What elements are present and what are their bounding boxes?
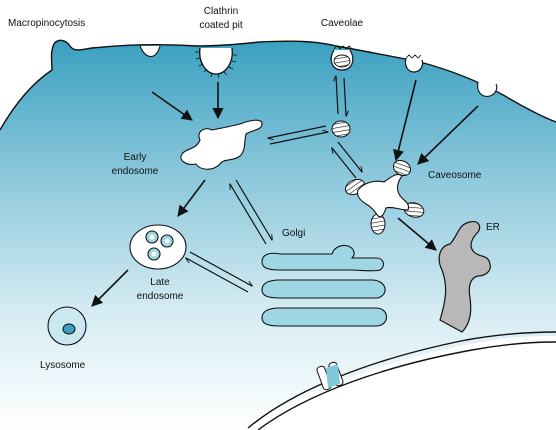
caveola-3 [477, 81, 498, 97]
label-er: ER [486, 222, 500, 233]
arrow-early-endosome-to-late-endosome [177, 179, 206, 217]
label-lysosome: Lysosome [40, 360, 86, 371]
late-endosome [129, 224, 187, 270]
arrow-macropinocytosis-to-early-endosome [151, 91, 193, 121]
double-arrow-caveola-vesicle [336, 76, 346, 116]
label-late-endosome-line1: Late [150, 277, 170, 288]
label-caveosome: Caveosome [428, 170, 482, 181]
golgi-apparatus [261, 244, 388, 327]
label-early-endosome-line1: Early [124, 152, 147, 163]
nuclear-envelope [252, 336, 556, 430]
double-arrow-vesicle-caveosome [332, 141, 362, 179]
caveola-1 [330, 45, 354, 71]
label-caveolae: Caveolae [321, 18, 364, 29]
double-arrow-late-endosome-golgi [186, 251, 252, 293]
nuclear-envelope-inner [257, 341, 556, 430]
label-clathrin-line1: Clathrin [204, 6, 238, 17]
arrow-caveola-to-caveosome [393, 79, 417, 162]
arrow-late-endosome-to-lysosome [91, 269, 129, 307]
endoplasmic-reticulum [438, 221, 491, 333]
caveola-2 [404, 54, 424, 73]
macropinocytosis-ruffle [139, 45, 161, 58]
double-arrow-early-endosome-vesicle [268, 125, 328, 145]
double-arrow-early-endosome-golgi [230, 179, 272, 245]
label-macropinocytosis: Macropinocytosis [8, 18, 85, 29]
label-late-endosome-line2: endosome [137, 291, 184, 302]
lysosome [47, 306, 87, 346]
caveolar-vesicle [331, 120, 351, 138]
cytoplasm [0, 40, 556, 430]
clathrin-coated-pit [195, 47, 237, 79]
label-golgi: Golgi [282, 228, 305, 239]
caveosome [344, 159, 425, 235]
plasma-membrane [0, 39, 556, 131]
nuclear-pore [316, 361, 344, 391]
early-endosome [180, 119, 263, 170]
label-early-endosome-line2: endosome [112, 166, 159, 177]
arrow-caveosome-to-er [397, 217, 437, 251]
nuclear-envelope-outer [247, 331, 556, 429]
label-clathrin-line2: coated pit [199, 20, 243, 31]
arrow-caveola-to-caveosome-2 [417, 105, 479, 165]
